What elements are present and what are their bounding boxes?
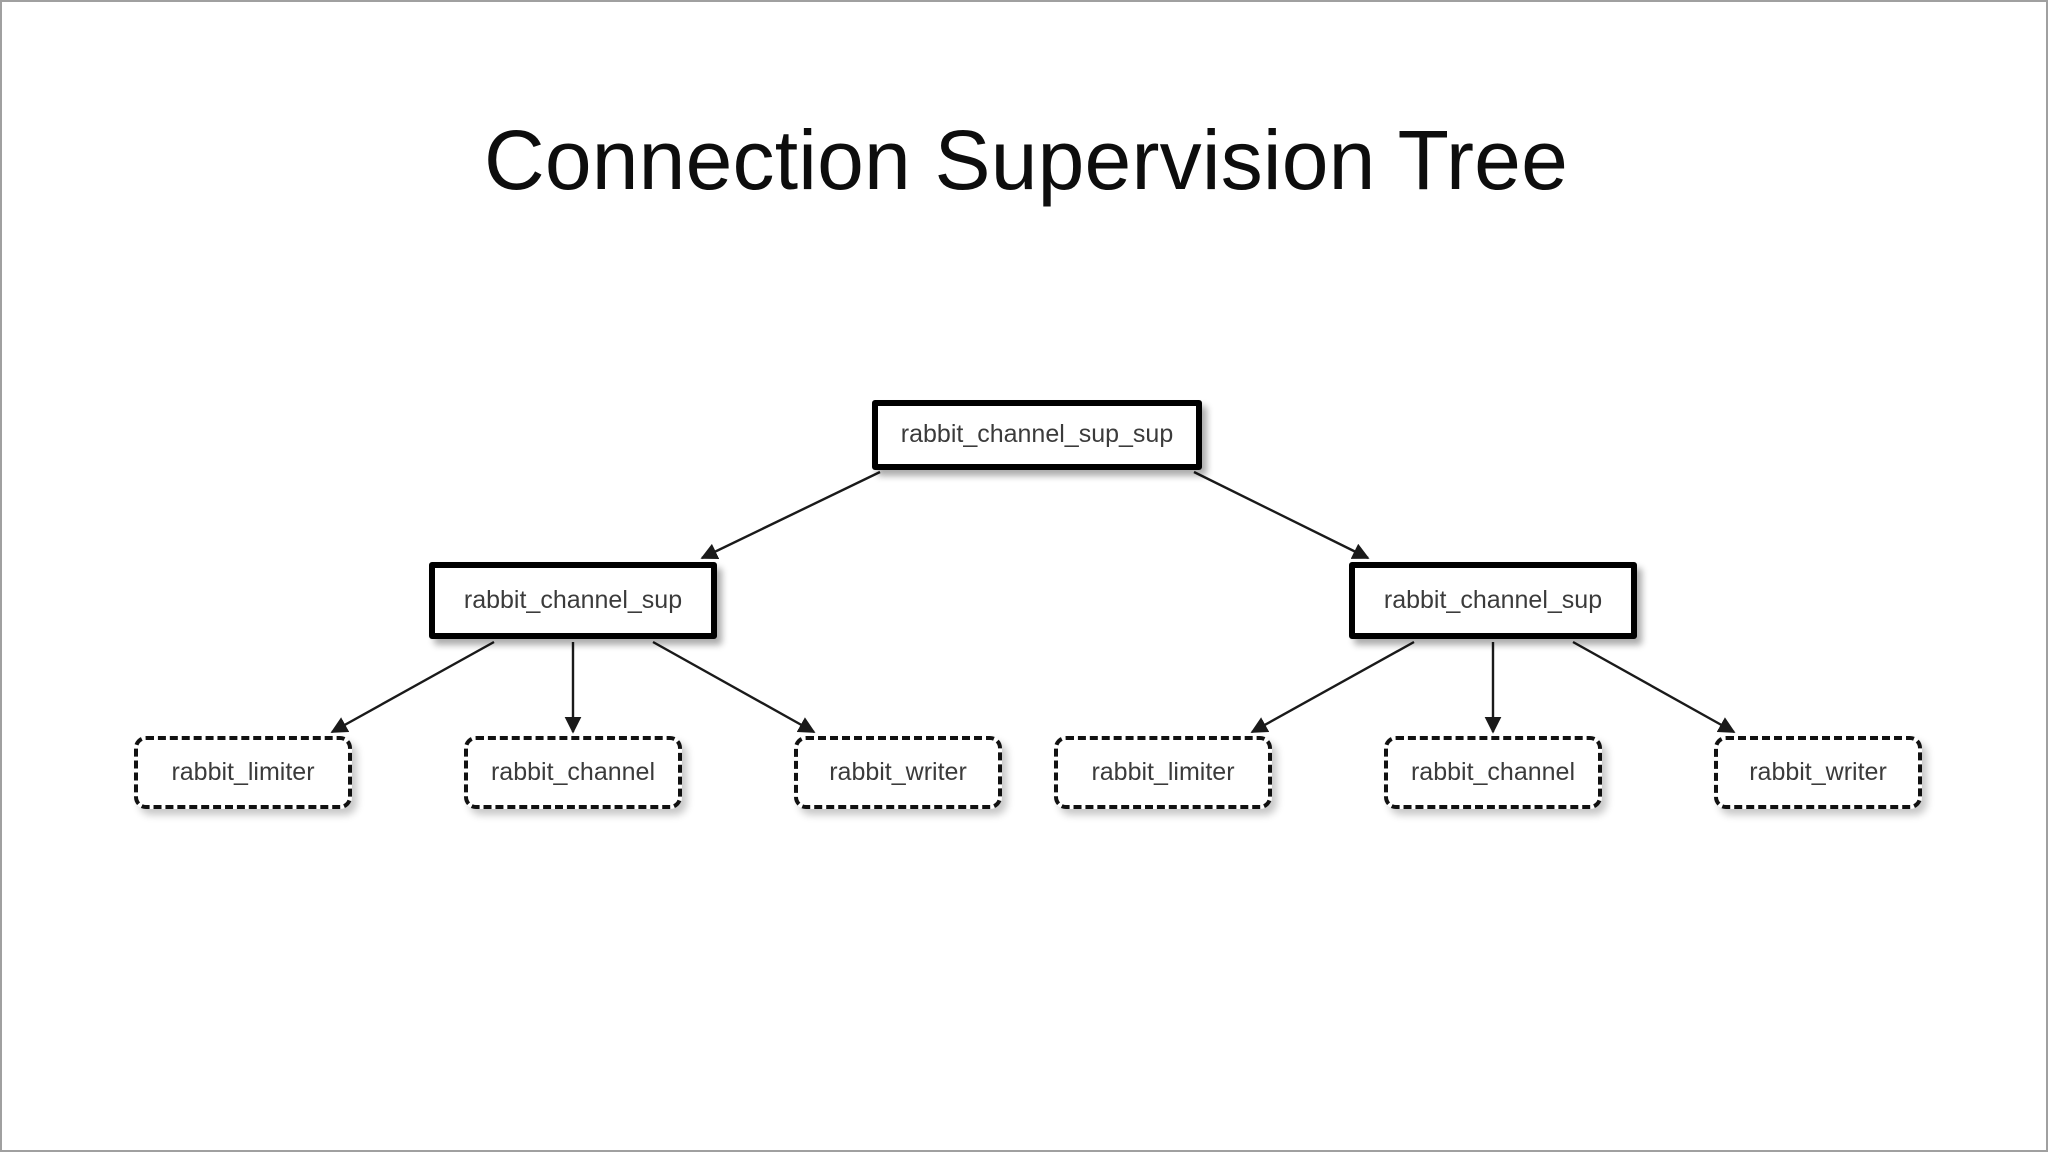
tree-node-rabbit-channel-sup-right[interactable]: rabbit_channel_sup	[1349, 562, 1637, 639]
tree-edge	[652, 640, 816, 734]
tree-node-label: rabbit_writer	[829, 757, 967, 786]
tree-node-label: rabbit_channel	[490, 757, 655, 786]
tree-node-rabbit-limiter-1[interactable]: rabbit_limiter	[134, 736, 352, 809]
tree-edge	[1193, 470, 1370, 560]
tree-node-rabbit-channel-2[interactable]: rabbit_channel	[1384, 736, 1602, 809]
tree-node-label: rabbit_limiter	[1091, 757, 1235, 786]
tree-edge	[1572, 640, 1736, 734]
tree-edge	[700, 470, 881, 560]
tree-node-label: rabbit_channel_sup	[1383, 585, 1603, 614]
tree-node-label: rabbit_writer	[1749, 757, 1887, 786]
tree-node-rabbit-channel-sup-left[interactable]: rabbit_channel_sup	[429, 562, 717, 639]
tree-node-rabbit-writer-2[interactable]: rabbit_writer	[1714, 736, 1922, 809]
tree-node-label: rabbit_channel_sup	[463, 585, 683, 614]
page-title: Connection Supervision Tree	[483, 113, 1569, 207]
tree-node-label: rabbit_channel	[1410, 757, 1575, 786]
tree-edge	[1250, 640, 1415, 734]
tree-node-label: rabbit_channel_sup_sup	[900, 420, 1174, 449]
tree-edge	[330, 640, 495, 734]
tree-node-rabbit-channel-sup-sup[interactable]: rabbit_channel_sup_sup	[872, 400, 1202, 470]
tree-node-rabbit-channel-1[interactable]: rabbit_channel	[464, 736, 682, 809]
tree-node-label: rabbit_limiter	[171, 757, 315, 786]
tree-node-rabbit-writer-1[interactable]: rabbit_writer	[794, 736, 1002, 809]
tree-node-rabbit-limiter-2[interactable]: rabbit_limiter	[1054, 736, 1272, 809]
